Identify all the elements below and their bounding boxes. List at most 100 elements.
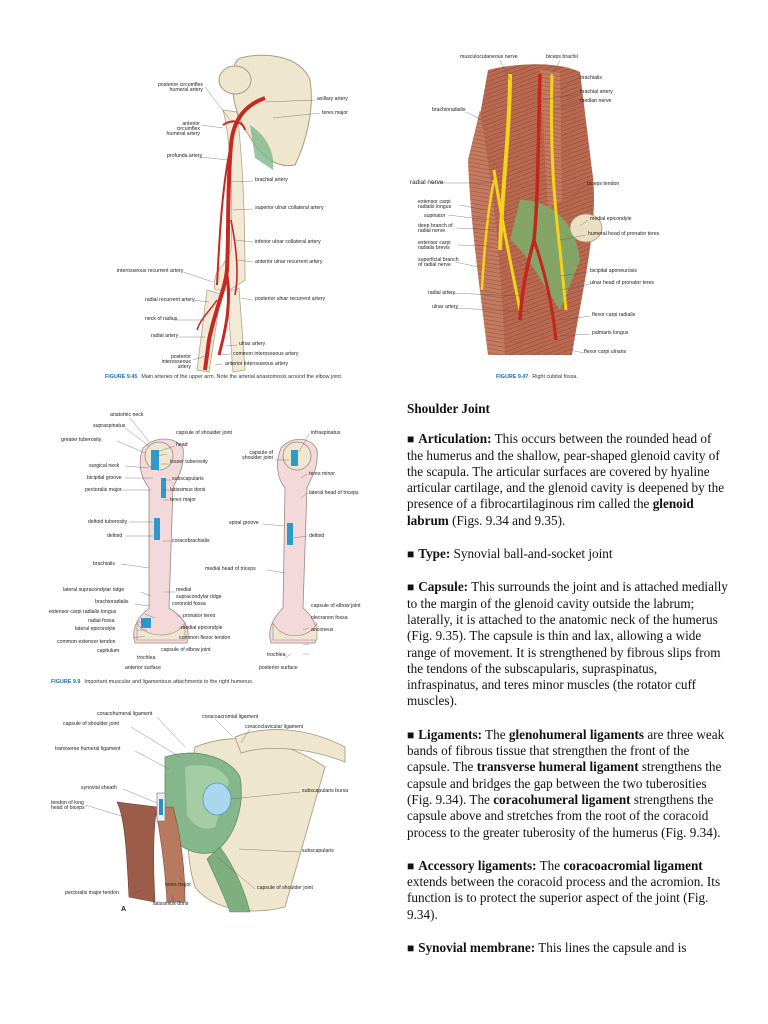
bullet-square-icon: ■ — [407, 727, 415, 742]
label-extensor-carpi-radialis-longus: extensor carpi radialis longus — [418, 199, 452, 211]
label-lateral-epicondyle: lateral epicondyle — [75, 626, 116, 632]
text-run: strengthens the capsule and bridges the … — [407, 759, 722, 807]
label-anterior-interosseous-artery: anterior interosseous artery — [225, 361, 289, 367]
label-radial-nerve: radial nerve — [410, 179, 444, 186]
label-coracoclavicular-ligament: coracoclavicular ligament — [245, 724, 304, 730]
label-brachioradialis: brachioradialis — [432, 107, 466, 113]
paragraph-3: ■Capsule: This surrounds the joint and i… — [407, 579, 729, 709]
label-anatomic-neck: anatomic neck — [110, 412, 144, 418]
label-deltoid-tuberosity: deltoid tuberosity — [88, 519, 128, 525]
label-common-extensor-tendon: common extensor tendon — [57, 639, 116, 645]
label-ulnar-artery: ulnar artery — [239, 341, 266, 347]
label-neck-of-radius: neck of radius — [145, 316, 178, 322]
label-subscapularis: subscapularis — [172, 476, 204, 482]
text-run: strengthens the capsule above and stretc… — [407, 791, 721, 840]
figure-arteries-upper-arm: posterior circumflex humeral artery ante… — [105, 50, 360, 385]
label-capsule-of-elbow-joint: capsule of elbow joint — [161, 647, 211, 653]
label-coronoid-fossa: coronoid fossa — [172, 601, 206, 607]
label-posterior-ulnar-recurrent-artery: posterior ulnar recurrent artery — [255, 296, 326, 302]
label-teres-major: teres major — [165, 882, 191, 888]
bold-term: Capsule: — [418, 579, 469, 595]
label-capsule-of-shoulder-joint: capsule of shoulder joint — [176, 430, 232, 436]
paragraph-4: ■Ligaments: The glenohumeral ligaments a… — [407, 727, 729, 841]
bold-term: Accessory ligaments: — [418, 857, 537, 873]
paragraph-1: ■Articulation: This occurs between the r… — [407, 431, 729, 529]
label-posterior-circumflex-humeral-artery: posterior circumflex humeral artery — [158, 82, 203, 94]
label-common-flexor-tendon: common flexor tendon — [179, 635, 231, 641]
label-axillary-artery: axillary artery — [317, 96, 348, 102]
label-tendon-of-long-head-of-biceps: tendon of long head of biceps — [51, 800, 85, 812]
label-posterior-surface: posterior surface — [259, 665, 298, 671]
humerus-illustration — [116, 417, 318, 659]
section-title: Shoulder Joint — [407, 401, 490, 416]
paragraph-6: ■Synovial membrane: This lines the capsu… — [407, 940, 729, 956]
figure-humerus-attachments: anatomic neck supraspinatus capsule of s… — [45, 408, 361, 693]
label-head: head — [176, 442, 188, 448]
label-pronator-teres: pronator teres — [183, 613, 216, 619]
label-brachial-artery: brachial artery — [580, 89, 613, 95]
text-run: Synovial ball-and-socket joint — [450, 546, 613, 562]
bullet-square-icon: ■ — [407, 580, 415, 595]
label-subscapularis: subscapularis — [302, 848, 334, 854]
figure-shoulder-ligaments: coracohumeral ligament coracoacromial li… — [45, 707, 360, 922]
label-anconeus: anconeus — [311, 627, 334, 633]
label-trochlea: trochlea — [137, 655, 156, 661]
bold-term: Ligaments: — [418, 726, 482, 742]
label-coracohumeral-ligament: coracohumeral ligament — [97, 711, 153, 717]
label-flexor-carpi-radialis: flexor carpi radialis — [592, 312, 636, 318]
label-spiral-groove: spiral groove — [229, 520, 259, 526]
paragraph-2: ■Type: Synovial ball-and-socket joint — [407, 546, 729, 562]
text-run: are three weak bands of fibrous tissue t… — [407, 726, 725, 775]
label-musculocutaneous-nerve: musculocutaneous nerve — [460, 54, 518, 60]
bullet-square-icon: ■ — [407, 547, 415, 562]
label-capsule-of-shoulder-joint-bottom: capsule of shoulder joint — [257, 885, 313, 891]
label-flexor-carpi-ulnaris: flexor carpi ulnaris — [584, 349, 627, 355]
bold-term: coracohumeral ligament — [493, 791, 631, 807]
bold-term: glenohumeral ligaments — [508, 726, 645, 742]
label-capitulum: capitulum — [97, 648, 120, 654]
label-lateral-supracondylar-ridge: lateral supracondylar ridge — [63, 587, 125, 593]
label-teres-major: teres major — [322, 110, 348, 116]
label-synovial-sheath: synovial sheath — [81, 785, 117, 791]
figure-letter: A — [121, 906, 127, 913]
label-surgical-neck: surgical neck — [89, 463, 120, 469]
text-run: (Figs. 9.34 and 9.35). — [448, 512, 566, 528]
label-median-nerve: median nerve — [580, 98, 612, 104]
label-radial-artery: radial artery — [151, 333, 179, 339]
label-deep-branch-of-radial-nerve: deep branch of radial nerve — [418, 223, 453, 235]
bold-term: coracoacromial ligament — [563, 857, 703, 873]
label-ulnar-head-of-pronator-teres: ulnar head of pronator teres — [590, 280, 655, 286]
label-ulnar-artery: ulnar artery — [432, 304, 459, 310]
label-radial-artery: radial artery — [428, 290, 456, 296]
label-medial-head-of-triceps: medial head of triceps — [205, 566, 256, 572]
label-medial-epicondyle: medial epicondyle — [590, 216, 632, 222]
paragraph-5: ■Accessory ligaments: The coracoacromial… — [407, 858, 729, 923]
label-latissimus-dorsi: latissimus dorsi — [153, 901, 189, 907]
arteries-illustration — [173, 54, 321, 373]
bold-term: transverse humeral ligament — [476, 759, 639, 775]
label-brachial-artery: brachial artery — [255, 177, 288, 183]
bold-term: Type: — [418, 546, 451, 562]
label-posterior-interosseous-artery: posterior interosseous artery — [161, 354, 191, 371]
label-radial-fossa: radial fossa — [88, 618, 115, 624]
bold-term: glenoid labrum — [407, 496, 694, 528]
text-run: extends between the coracoid process and… — [407, 874, 721, 922]
label-lesser-tuberosity: lesser tuberosity — [170, 459, 208, 465]
label-superior-ulnar-collateral-artery: superior ulnar collateral artery — [255, 205, 324, 211]
bullet-square-icon: ■ — [407, 941, 415, 956]
label-anterior-surface: anterior surface — [125, 665, 162, 671]
label-anterior-circumflex-humeral-artery: anterior circumflex humeral artery — [166, 121, 200, 138]
bullet-square-icon: ■ — [407, 432, 415, 447]
label-bicipital-aponeurosis: bicipital aponeurosis — [590, 268, 638, 274]
label-interosseous-recurrent-artery: interosseous recurrent artery — [117, 268, 184, 274]
label-medial: medial — [176, 587, 192, 593]
label-humeral-head-of-pronator-teres: humeral head of pronator teres — [588, 231, 660, 237]
label-greater-tuberosity: greater tuberosity — [61, 437, 102, 443]
paragraph-list: ■Articulation: This occurs between the r… — [407, 431, 729, 956]
label-superficial-branch-of-radial-nerve: superficial branch of radial nerve — [418, 257, 459, 269]
label-infraspinatus: infraspinatus — [311, 430, 341, 436]
text-run: The — [536, 857, 564, 873]
text-run: This surrounds the joint and is attached… — [407, 579, 728, 709]
